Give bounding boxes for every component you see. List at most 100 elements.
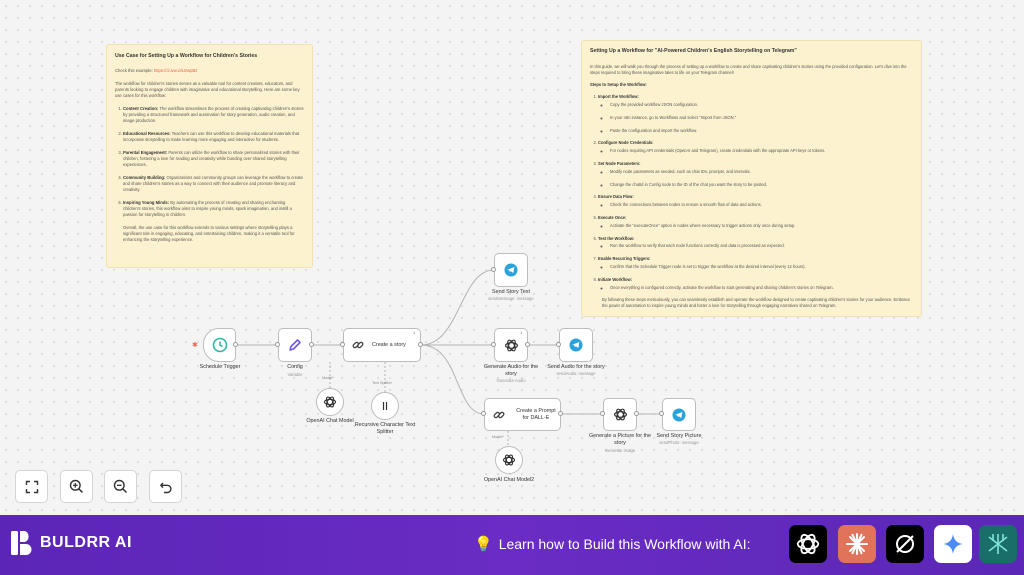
use-case-list: Content Creation: The workflow streamlin… [115,106,304,218]
splitter-port-label: Text Splitter [372,381,392,385]
openai-chat-model2-node[interactable] [495,446,523,474]
brand-logo[interactable]: BULDRR AI [10,530,132,556]
buldrr-logo-icon [11,531,32,555]
claude-icon[interactable] [838,525,876,563]
setup-guide-title: Setting Up a Workflow for "AI-Powered Ch… [590,48,797,54]
promo-footer: BULDRR AI 💡 Learn how to Build this Work… [0,515,1024,575]
input-port[interactable] [556,342,561,347]
schedule-trigger-node[interactable] [203,328,236,362]
input-port[interactable] [275,342,280,347]
output-port[interactable] [634,411,639,416]
input-port[interactable] [491,267,496,272]
openai-icon[interactable] [789,525,827,563]
clock-icon [212,337,227,353]
zoom-in-button[interactable] [60,470,93,503]
send-audio-node[interactable] [559,328,593,362]
list-item: Set Node Parameters: Modify node paramet… [598,161,913,187]
output-port[interactable] [418,342,423,347]
brand-name: BULDRR AI [40,534,132,551]
generate-picture-sublabel: Generate Image [604,448,636,453]
send-story-text-label: Send Story Text [492,289,530,295]
use-case-note-title: Use Case for Setting Up a Workflow for C… [115,53,258,59]
create-story-label: Create a story [372,341,406,348]
send-story-text-node[interactable] [494,253,528,287]
model-port-label: Model* [322,376,334,380]
example-link[interactable]: https://cl.ivw.io/UzwpBz [153,68,198,73]
generate-audio-sublabel: Generate Audio [496,378,526,383]
openai-icon [502,454,516,466]
generate-audio-label: Generate Audio for the story [483,364,539,377]
list-item: Execute Once: Activate the "executeOnce"… [598,215,913,229]
example-prefix: Check this example: [115,68,154,73]
zoom-out-button[interactable] [104,470,137,503]
list-item: Configure Node Credentials: For nodes re… [598,140,913,154]
list-item: Educational Resources: Teachers can use … [123,131,304,143]
steps-list: Import the Workflow: Copy the provided w… [590,94,913,309]
zoom-out-icon [113,479,128,494]
text-splitter-node[interactable] [371,392,399,420]
learn-cta: 💡 Learn how to Build this Workflow with … [474,535,751,553]
perplexity-icon[interactable] [886,525,924,563]
config-node[interactable] [278,328,312,362]
fit-view-button[interactable] [15,470,48,503]
create-story-count: 1 [413,330,416,335]
send-story-text-sublabel: sendMessage: message [488,296,534,301]
generate-audio-node[interactable] [494,328,528,362]
list-item: Initiate Workflow: Once everything is co… [598,277,913,309]
input-port[interactable] [491,342,496,347]
list-item: Import the Workflow: Copy the provided w… [598,94,913,133]
gemini-icon[interactable] [934,525,972,563]
input-port[interactable] [481,411,486,416]
link-icon [352,341,364,349]
list-item: Ensure Data Flow: Check the connections … [598,194,913,208]
create-prompt-dalle-node[interactable]: Create a Prompt for DALL-E [484,398,561,431]
send-audio-label: Send Audio for the story [547,364,605,370]
list-item: Parental Engagement: Parents can utilize… [123,150,304,168]
setup-guide-outro: By following these steps meticulously, y… [602,297,910,309]
use-case-note[interactable]: Use Case for Setting Up a Workflow for C… [106,44,313,268]
generate-audio-count: 1 [520,330,523,335]
input-port[interactable] [659,411,664,416]
schedule-trigger-label: Schedule Trigger [199,364,241,370]
lightbulb-icon: 💡 [474,536,493,553]
deepseek-icon[interactable] [979,525,1017,563]
input-port[interactable] [340,342,345,347]
example-line: Check this example: https://cl.ivw.io/Uz… [115,68,304,74]
output-port[interactable] [558,411,563,416]
send-story-picture-sublabel: sendPhoto: message [659,440,699,445]
workflow-canvas[interactable]: Use Case for Setting Up a Workflow for C… [0,0,1024,515]
learn-text: Learn how to Build this Workflow with AI… [498,536,751,552]
fit-view-icon [25,480,38,493]
openai-icon [613,408,627,421]
openai-chat-model2-label: OpenAI Chat Model2 [483,477,535,483]
config-sublabel: Variable [287,372,303,377]
output-port[interactable] [233,342,238,347]
reset-zoom-button[interactable] [149,470,182,503]
list-item: Test the Workflow: Run the workflow to v… [598,236,913,250]
pencil-icon [289,339,301,351]
setup-guide-intro: In this guide, we will walk you through … [590,63,907,75]
generate-picture-label: Generate a Picture for the story [588,433,652,446]
output-port[interactable] [525,342,530,347]
list-item: Enable Recurring Triggers: Confirm that … [598,256,913,270]
create-story-node[interactable]: Create a story [343,328,421,362]
generate-picture-node[interactable] [603,398,637,431]
trigger-marker-icon: ✱ [192,342,198,349]
setup-guide-note[interactable]: Setting Up a Workflow for "AI-Powered Ch… [581,40,922,317]
create-prompt-dalle-label: Create a Prompt for DALL-E [516,407,556,421]
undo-icon [159,482,172,493]
model-port-label: Model* [492,435,504,439]
send-story-picture-node[interactable] [662,398,696,431]
telegram-icon [504,263,518,277]
openai-icon [323,396,337,408]
input-port[interactable] [600,411,605,416]
output-port[interactable] [309,342,314,347]
openai-chat-model-node[interactable] [316,388,344,416]
telegram-icon [569,338,583,352]
send-audio-sublabel: sendAudio: message [556,371,596,376]
list-item: Inspiring Young Minds: By automating the… [123,200,304,218]
list-item: Content Creation: The workflow streamlin… [123,106,304,124]
steps-title: Steps to Setup the Workflow: [590,82,647,88]
splitter-icon [382,402,388,410]
text-splitter-label: Recursive Character Text Splitter [354,422,416,435]
